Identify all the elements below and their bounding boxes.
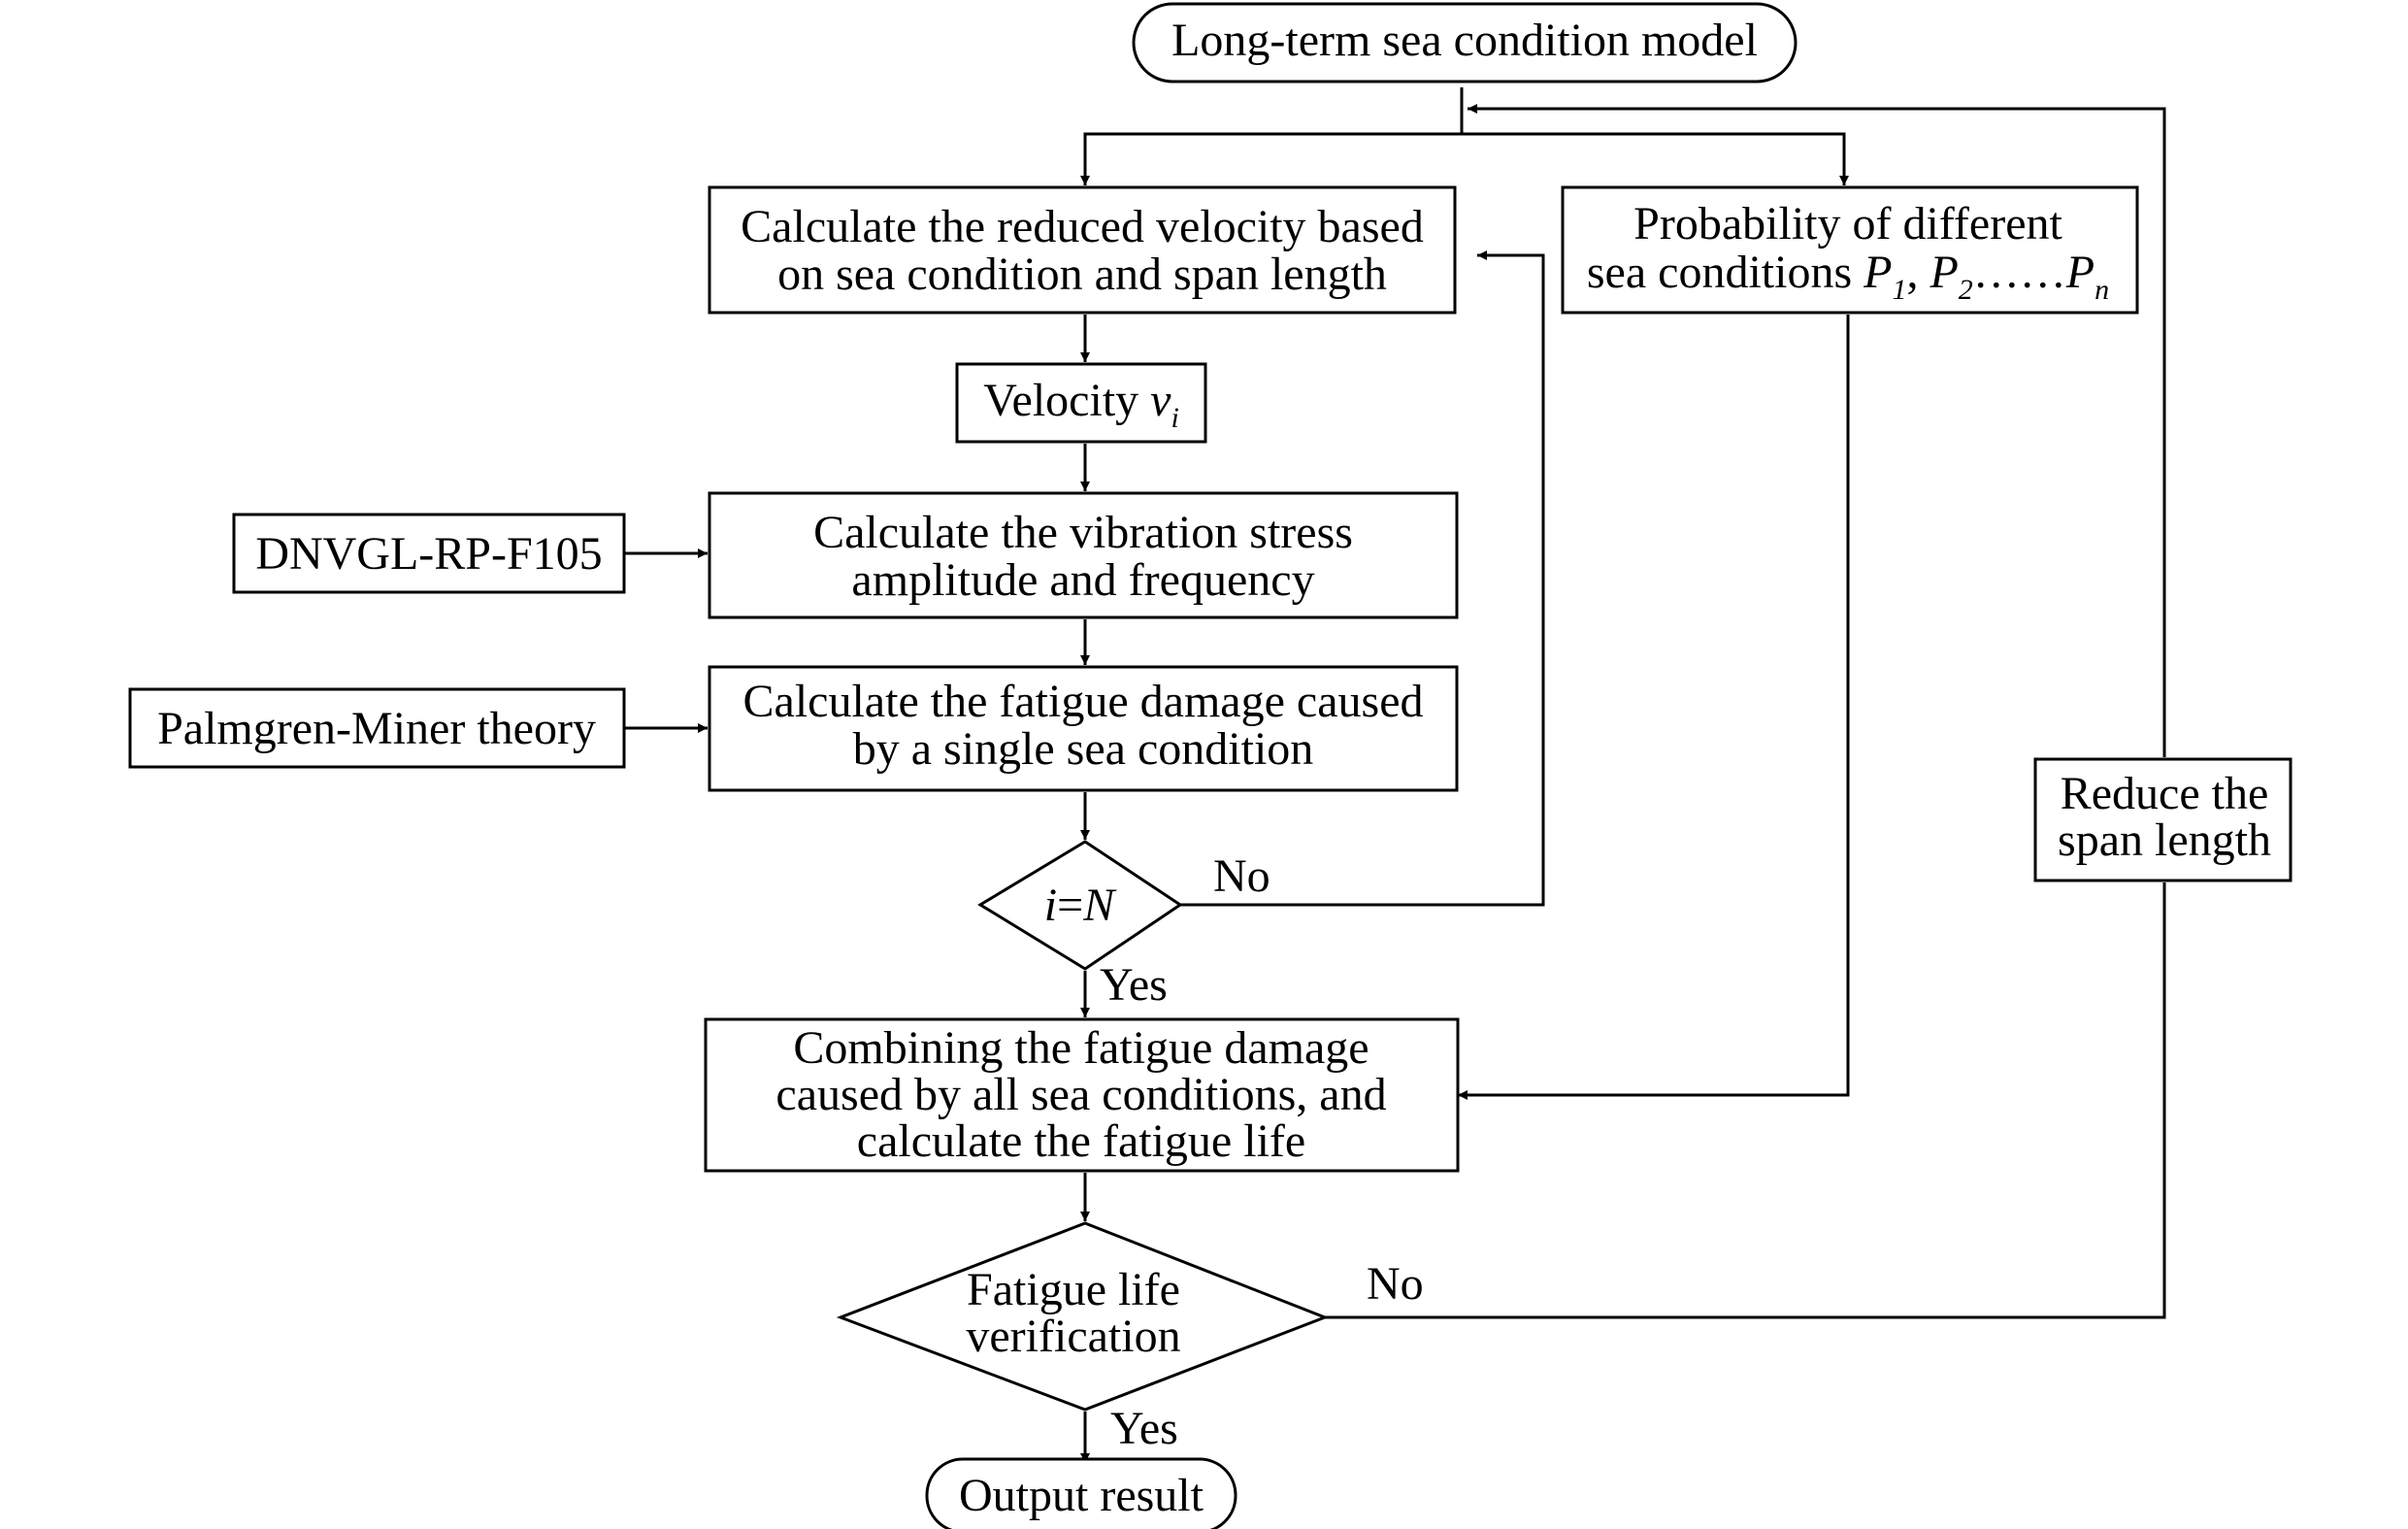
edge-decision2-no-to-reduce-span — [1325, 882, 2166, 1319]
start-terminator: Long-term sea condition model — [1132, 2, 1798, 83]
probability-dots: …… — [1973, 247, 2066, 298]
edge-split-to-reduced-velocity — [1080, 87, 1464, 185]
fatigue-damage-box: Calculate the fatigue damage caused by a… — [708, 665, 1459, 792]
dnvgl-box: DNVGL-RP-F105 — [232, 513, 626, 594]
probability-sub-1: 1 — [1892, 274, 1906, 306]
reduce-span-box: Reduce the span length — [2033, 757, 2293, 882]
probability-sub-2: 2 — [1959, 274, 1973, 306]
velocity-label: Velocity vi — [983, 375, 1179, 434]
reduce-span-line-2: span length — [2058, 814, 2271, 866]
decision-fatigue-line-2: verification — [966, 1311, 1180, 1362]
probability-line-2: sea conditions P1, P2……Pn — [1587, 247, 2109, 306]
probability-box: Probability of different sea conditions … — [1561, 185, 2139, 315]
velocity-box: Velocity vi — [955, 362, 1207, 444]
edge-decision1-no-loop — [1180, 250, 1545, 907]
edge-reduce-span-to-start — [1468, 104, 2166, 757]
probability-sub-n: n — [2095, 274, 2109, 306]
fatigue-damage-line-2: by a single sea condition — [853, 723, 1314, 775]
probability-p1: P — [1863, 247, 1892, 298]
decision1-yes-label: Yes — [1100, 959, 1168, 1011]
probability-pn: P — [2065, 247, 2095, 298]
combining-box: Combining the fatigue damage caused by a… — [704, 1017, 1460, 1173]
fatigue-damage-line-1: Calculate the fatigue damage caused — [743, 676, 1424, 727]
combining-line-1: Combining the fatigue damage — [793, 1022, 1369, 1074]
probability-line-1: Probability of different — [1633, 198, 2062, 249]
start-label: Long-term sea condition model — [1171, 15, 1758, 66]
probability-sep: , — [1906, 247, 1930, 298]
end-terminator: Output result — [925, 1457, 1237, 1529]
reduced-velocity-line-1: Calculate the reduced velocity based — [741, 201, 1424, 252]
palmgren-box: Palmgren-Miner theory — [128, 687, 626, 769]
reduce-span-line-1: Reduce the — [2061, 768, 2269, 819]
combining-line-3: calculate the fatigue life — [857, 1115, 1305, 1167]
vibration-box: Calculate the vibration stress amplitude… — [708, 491, 1459, 619]
decision-fatigue-line-1: Fatigue life — [967, 1264, 1180, 1315]
velocity-var: v — [1150, 375, 1171, 426]
decision2-no-label: No — [1367, 1258, 1424, 1310]
combining-line-2: caused by all sea conditions, and — [775, 1069, 1386, 1120]
decision-fatigue-life: Fatigue life verification — [836, 1221, 1330, 1412]
decision-eq: = — [1057, 880, 1083, 931]
probability-prefix: sea conditions — [1587, 247, 1864, 298]
palmgren-label: Palmgren-Miner theory — [157, 703, 596, 754]
decision-i-equals-n: i=N — [977, 840, 1183, 971]
probability-p2: P — [1929, 247, 1958, 298]
dnvgl-label: DNVGL-RP-F105 — [255, 528, 602, 580]
decision-i: i — [1044, 880, 1057, 931]
reduced-velocity-line-2: on sea condition and span length — [777, 249, 1387, 300]
edge-split-to-probability — [1462, 132, 1849, 185]
velocity-text: Velocity — [983, 375, 1150, 426]
edge-probability-to-combining — [1458, 315, 1850, 1100]
decision-n: N — [1082, 880, 1117, 931]
vibration-line-2: amplitude and frequency — [851, 554, 1314, 606]
velocity-sub: i — [1171, 402, 1178, 434]
reduced-velocity-box: Calculate the reduced velocity based on … — [708, 185, 1457, 315]
decision2-yes-label: Yes — [1110, 1403, 1178, 1454]
end-label: Output result — [959, 1470, 1204, 1521]
decision-i-equals-n-label: i=N — [1044, 880, 1117, 931]
connectors — [625, 87, 2166, 1463]
vibration-line-1: Calculate the vibration stress — [813, 507, 1353, 558]
decision1-no-label: No — [1213, 850, 1270, 902]
